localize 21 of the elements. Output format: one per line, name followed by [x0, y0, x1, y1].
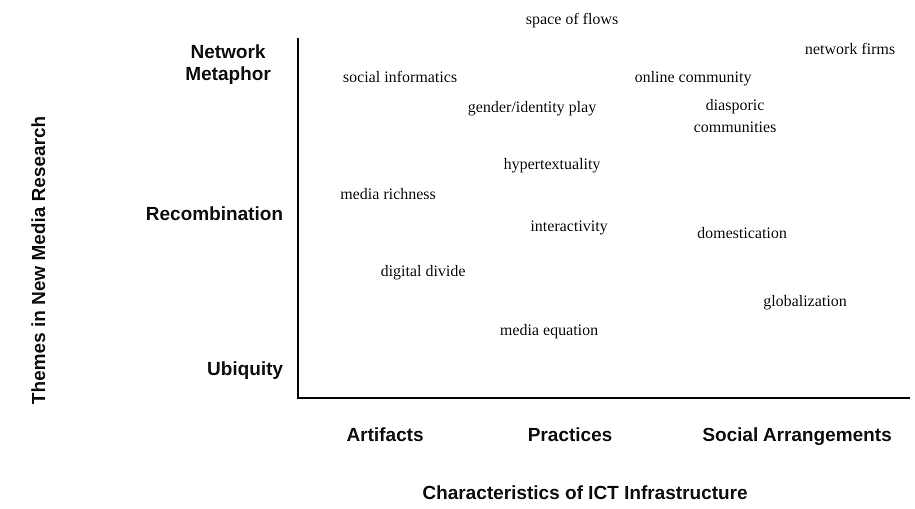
theme-label: network firms — [804, 41, 896, 59]
theme-label: diasporic communities — [692, 96, 778, 138]
axis-title: Themes in New Media Research — [29, 116, 51, 404]
axis-tick-label: Social Arrangements — [702, 425, 892, 447]
theme-label: interactivity — [530, 218, 608, 236]
axis-tick-label: Artifacts — [346, 425, 424, 447]
axis-tick-label: Recombination — [146, 204, 283, 226]
axis-tick-label: Practices — [528, 425, 612, 447]
axis-tick-label: Network Metaphor — [184, 42, 272, 86]
theme-label: domestication — [697, 225, 787, 243]
axis-title: Characteristics of ICT Infrastructure — [422, 483, 748, 505]
theme-label: media richness — [340, 186, 436, 204]
theme-label: digital divide — [380, 263, 466, 281]
theme-label: globalization — [763, 293, 847, 311]
axis-tick-label: Ubiquity — [207, 359, 283, 381]
theme-label: gender/identity play — [468, 99, 596, 117]
theme-label: space of flows — [526, 11, 618, 29]
theme-label: online community — [634, 69, 752, 87]
theme-label: hypertextuality — [504, 156, 600, 174]
theme-label: media equation — [500, 322, 598, 340]
theme-label: social informatics — [342, 69, 458, 87]
